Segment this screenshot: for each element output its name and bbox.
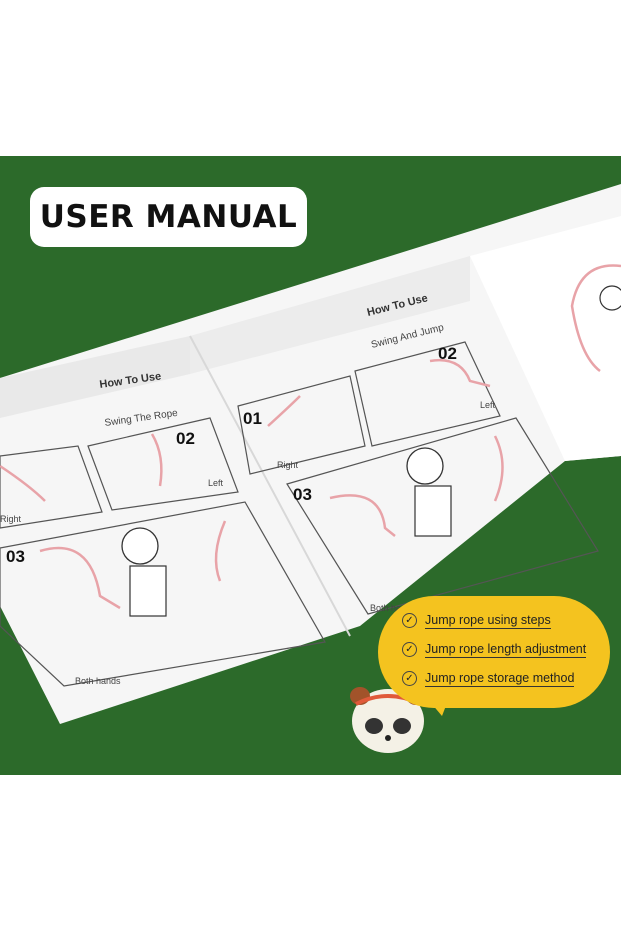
child-body bbox=[414, 485, 452, 537]
right-step3-box bbox=[286, 417, 599, 615]
left-step3-box bbox=[0, 501, 326, 687]
right-step2-box bbox=[354, 341, 501, 447]
product-photo: How To Use Swing The Rope How To Use Swi… bbox=[0, 156, 621, 775]
fold-line bbox=[189, 335, 351, 637]
right-step2-number: 02 bbox=[438, 344, 457, 363]
rope-icon bbox=[493, 435, 504, 502]
right-step1-number: 01 bbox=[243, 409, 262, 428]
panda-eye bbox=[365, 718, 383, 734]
feature-list: ✓ Jump rope using steps ✓ Jump rope leng… bbox=[402, 606, 607, 693]
feature-item: ✓ Jump rope length adjustment bbox=[402, 635, 607, 664]
right-step2-label: Left bbox=[480, 400, 496, 410]
left-step2-label: Left bbox=[208, 478, 224, 488]
rope-icon bbox=[0, 464, 46, 502]
rope-icon bbox=[39, 546, 121, 610]
rope-icon bbox=[329, 494, 396, 537]
child-figure bbox=[599, 285, 621, 311]
right-header-strip bbox=[190, 256, 470, 374]
left-header-strip bbox=[0, 336, 190, 418]
feature-label: Jump rope using steps bbox=[425, 612, 551, 629]
check-circle-icon: ✓ bbox=[402, 613, 417, 628]
right-step3-number: 03 bbox=[293, 485, 312, 504]
feature-speech-bubble bbox=[378, 596, 610, 708]
rope-icon bbox=[150, 433, 163, 487]
feature-label: Jump rope storage method bbox=[425, 670, 575, 687]
manual-illustration: How To Use Swing The Rope How To Use Swi… bbox=[0, 184, 621, 753]
panda-eye bbox=[393, 718, 411, 734]
left-step1-label: Right bbox=[0, 514, 22, 524]
speech-bubble-tail bbox=[420, 690, 452, 716]
user-manual-title: USER MANUAL bbox=[30, 187, 307, 247]
left-step3-number: 03 bbox=[6, 547, 25, 566]
right-step1-label: Right bbox=[277, 460, 299, 470]
left-step2-box bbox=[87, 417, 239, 511]
rope-icon bbox=[570, 264, 621, 372]
child-figure bbox=[121, 527, 159, 565]
check-circle-icon: ✓ bbox=[402, 642, 417, 657]
right-step1-box bbox=[237, 375, 366, 475]
check-circle-icon: ✓ bbox=[402, 671, 417, 686]
rope-icon bbox=[214, 520, 227, 582]
left-step2-number: 02 bbox=[176, 429, 195, 448]
rope-icon bbox=[429, 358, 491, 388]
left-step3-label: Both hands bbox=[75, 676, 121, 686]
right-step3-label: Both hands bbox=[370, 603, 416, 613]
left-step1-box bbox=[0, 445, 103, 529]
feature-label: Jump rope length adjustment bbox=[425, 641, 587, 658]
feature-item: ✓ Jump rope storage method bbox=[402, 664, 607, 693]
child-body bbox=[129, 565, 167, 617]
child-figure bbox=[406, 447, 444, 485]
panda-nose bbox=[385, 735, 391, 741]
feature-item: ✓ Jump rope using steps bbox=[402, 606, 607, 635]
rope-icon bbox=[267, 395, 301, 427]
panda-mascot bbox=[352, 689, 424, 753]
